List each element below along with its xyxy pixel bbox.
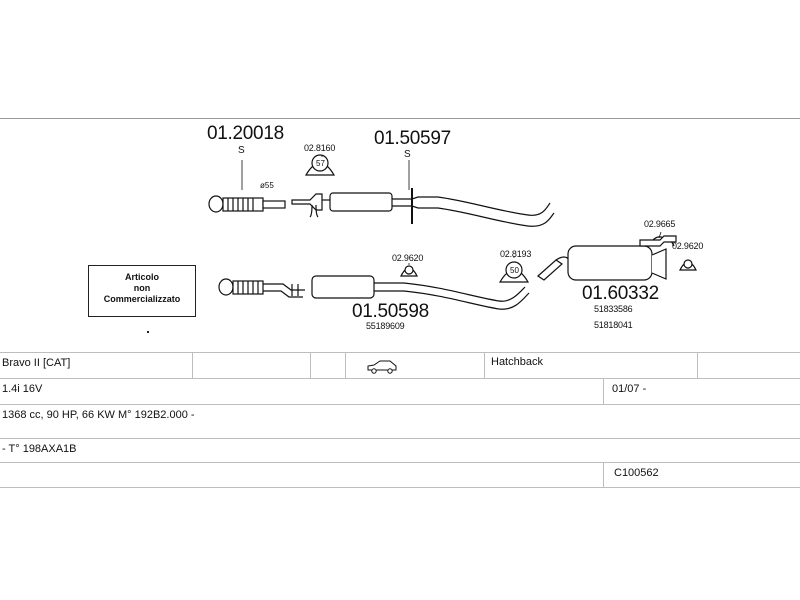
clamp-1-drawing xyxy=(304,154,336,176)
middle-box-1-drawing xyxy=(291,188,555,227)
diameter-note: ø55 xyxy=(260,181,274,190)
middle-box-1-type: S xyxy=(404,149,411,160)
car-body-icon xyxy=(364,355,400,381)
table-row-specs: 1368 cc, 90 HP, 66 KW M° 192B2.000 - xyxy=(0,404,800,431)
exhaust-drawing xyxy=(208,154,697,310)
front-pipe-2-drawing xyxy=(218,278,305,298)
clamp-3-code: 02.8193 xyxy=(500,249,532,259)
notice-line-1: Articolo xyxy=(124,272,159,282)
clamp-4-drawing xyxy=(679,259,697,271)
rear-box-oe-1: 51833586 xyxy=(594,304,633,314)
diagram-frame-top xyxy=(0,118,800,119)
table-row-engine: 1.4i 16V 01/07 - xyxy=(0,378,800,405)
rear-box-drawing xyxy=(537,236,675,281)
engine-cell: 1.4i 16V xyxy=(2,383,43,395)
clamp-1-code: 02.8160 xyxy=(304,143,336,153)
date-cell: 01/07 - xyxy=(612,383,647,395)
body-style-cell: Hatchback xyxy=(491,356,543,368)
marker-dot xyxy=(147,331,149,333)
clamp-2-code: 02.9620 xyxy=(392,253,424,263)
exhaust-diagram: 01.20018 S ø55 02.8160 57 01.50597 S 02.… xyxy=(88,123,704,333)
table-row-ref: C100562 xyxy=(0,462,800,488)
ref-cell: C100562 xyxy=(614,467,659,479)
clamp-4-code: 02.9620 xyxy=(672,241,704,251)
front-pipe-type: S xyxy=(238,145,245,156)
table-row-model: Bravo II [CAT] Hatchback xyxy=(0,352,800,379)
clamp-3-size: 50 xyxy=(510,266,519,275)
notice-line-2: non xyxy=(133,283,151,293)
model-cell: Bravo II [CAT] xyxy=(2,357,71,369)
middle-box-2-code: 01.50598 xyxy=(352,301,429,322)
notice-line-3: Commercializzato xyxy=(103,294,181,304)
clamp-2-drawing xyxy=(400,265,418,277)
rubber-mount-code: 02.9665 xyxy=(644,219,676,229)
clamp-3-drawing xyxy=(498,261,530,283)
middle-box-1-code: 01.50597 xyxy=(374,128,451,149)
table-row-type: - T° 198AXA1B xyxy=(0,438,800,463)
rear-box-code: 01.60332 xyxy=(582,283,659,304)
front-pipe-code: 01.20018 xyxy=(207,123,284,144)
front-pipe-drawing xyxy=(208,195,286,213)
rubber-mount-drawing xyxy=(639,235,677,247)
not-sold-notice: Articolo non Commercializzato xyxy=(88,265,196,317)
type-code-cell: - T° 198AXA1B xyxy=(2,443,77,455)
specs-cell: 1368 cc, 90 HP, 66 KW M° 192B2.000 - xyxy=(2,409,195,421)
rear-box-oe-2: 51818041 xyxy=(594,320,633,330)
middle-box-2-drawing xyxy=(311,275,530,310)
clamp-1-size: 57 xyxy=(316,159,325,168)
middle-box-2-oe: 55189609 xyxy=(366,321,405,331)
